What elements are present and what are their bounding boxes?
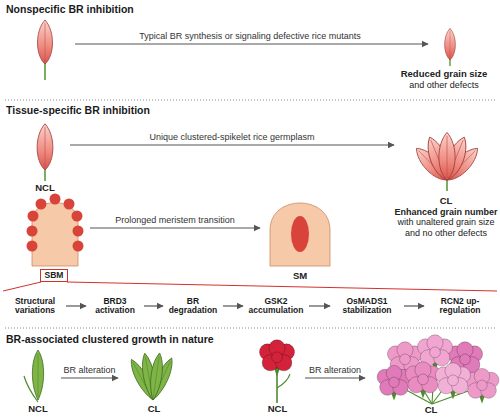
pathway-step: RCN2 up-regulation — [424, 292, 496, 320]
zoom-line — [3, 282, 41, 291]
arrow-label: BR alteration — [63, 365, 115, 375]
zoom-line — [67, 282, 497, 291]
pathway-step: Structural variations — [4, 292, 66, 320]
node-text: NCL — [28, 404, 48, 415]
node-text: BRD3 activation — [86, 297, 144, 316]
flow-arrow — [144, 305, 163, 306]
node-text: SM — [293, 271, 307, 282]
spikelet-panel: NCL — [20, 122, 70, 194]
single-carnation — [259, 340, 294, 403]
pathway-step: OsMADS1 stabilization — [330, 292, 404, 320]
arrow-label: Typical BR synthesis or signaling defect… — [139, 31, 361, 41]
plant-panel: NCL — [15, 343, 61, 415]
node-text: Structural variations — [4, 297, 66, 316]
node-text: and other defects — [409, 80, 479, 90]
node-text: Reduced grain size — [401, 69, 488, 80]
single-pod — [24, 350, 44, 402]
pathway-step: BRD3 activation — [86, 292, 144, 320]
arrow-label: Unique clustered-spikelet rice germplasm — [149, 132, 314, 142]
node-text: RCN2 up-regulation — [424, 297, 496, 316]
meristem-panel: SBM — [18, 192, 90, 282]
spikelet — [38, 20, 53, 64]
carnation-cluster — [377, 335, 499, 404]
meristem-panel: SM — [260, 192, 340, 282]
pedicel — [44, 62, 46, 80]
flow-arrow — [223, 305, 243, 306]
node-text: with unaltered grain size and no other d… — [394, 217, 498, 238]
node-text: OsMADS1 stabilization — [330, 297, 404, 316]
pod-cluster — [127, 352, 177, 402]
node-text: NCL — [35, 183, 55, 194]
plant-panel: NCL — [250, 340, 305, 415]
section-title: Tissue-specific BR inhibition — [6, 104, 150, 116]
spikelet-meristem — [270, 203, 330, 266]
flow-arrow — [61, 377, 118, 378]
arrow-label: Prolonged meristem transition — [115, 215, 235, 225]
pathway-step: BR degradation — [163, 292, 223, 320]
result-box: Reduced grain sizeand other defects — [390, 64, 498, 96]
inflorescence-meristem — [27, 194, 84, 267]
plant-panel: CL — [118, 343, 190, 415]
process-arrow — [75, 43, 428, 44]
plant-panel: CL — [365, 338, 497, 416]
flow-arrow — [90, 227, 260, 228]
flow-arrow — [70, 144, 394, 145]
flow-arrow — [305, 377, 365, 378]
cluster-panel: CLEnhanced grain numberwith unaltered gr… — [394, 120, 498, 238]
flow-arrow — [404, 305, 424, 306]
section-divider — [5, 328, 495, 329]
spikelet-cluster — [411, 132, 483, 191]
section-title: Nonspecific BR inhibition — [6, 3, 134, 15]
node-text: CL — [440, 196, 453, 207]
node-text: NCL — [268, 404, 288, 415]
node-text: BR degradation — [163, 297, 223, 316]
section-divider — [5, 100, 495, 101]
small-spikelet — [445, 28, 456, 60]
arrow-label: BR alteration — [309, 365, 361, 375]
flow-arrow — [66, 305, 86, 306]
node-text: CL — [148, 404, 161, 415]
flow-arrow — [309, 305, 330, 306]
section-title: BR-associated clustered growth in nature — [6, 333, 214, 345]
node-text: GSK2 accumulation — [243, 297, 309, 316]
node-text: CL — [425, 405, 438, 416]
node-text: SBM — [40, 269, 69, 282]
node-text: Enhanced grain number — [394, 207, 497, 217]
spikelet — [37, 124, 53, 170]
pathway-step: GSK2 accumulation — [243, 292, 309, 320]
